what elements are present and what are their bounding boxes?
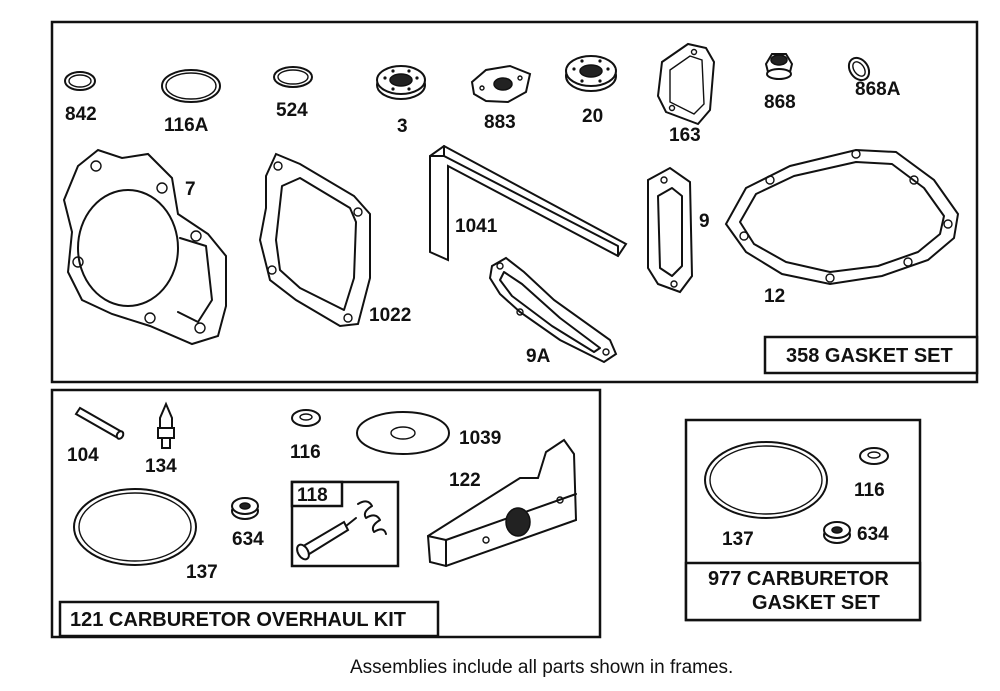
label-842: 842 [65,104,97,125]
carb-gasket-title-line1: 977 CARBURETOR [708,568,889,590]
part-12-crankcase-gasket-drawing [724,148,960,286]
carb-gasket-title-line2: GASKET SET [752,592,880,614]
gasket-set-title-box [763,335,979,375]
label-868: 868 [764,92,796,113]
sub-kit-118-frame [290,480,400,568]
part-104-pin-drawing [74,406,125,440]
part-122-bracket-drawing [426,438,578,568]
part-9A-gasket-drawing [488,256,618,364]
part-1022-gasket-drawing [258,152,371,328]
part-868A-washer-drawing [847,56,871,82]
part-3-oil-seal-drawing [376,65,426,100]
label-122: 122 [449,470,481,491]
label-116A: 116A [164,115,209,136]
part-137b-ring-drawing [704,441,828,519]
label-634b: 634 [857,524,889,545]
label-868A: 868A [855,79,901,100]
part-116b-washer-drawing [859,447,889,465]
part-116A-ring-drawing [161,69,221,103]
part-137-ring-drawing [73,488,197,566]
label-7: 7 [185,179,196,200]
label-134: 134 [145,456,177,477]
part-868-valve-seal-drawing [764,53,794,80]
label-1022: 1022 [369,305,411,326]
label-12: 12 [764,286,785,307]
gasket-set-title: 358 GASKET SET [786,345,953,367]
label-137b: 137 [722,529,754,550]
part-1041-bar-drawing [429,144,628,262]
label-1041: 1041 [455,216,498,237]
label-3: 3 [397,116,408,137]
carb-overhaul-title-box [58,600,440,638]
label-116b: 116 [854,480,885,501]
label-1039: 1039 [459,428,501,449]
label-163: 163 [669,125,701,146]
part-1039-disc-drawing [356,411,450,455]
sub-kit-118-title-box [290,480,344,508]
part-634b-washer-drawing [823,521,851,544]
label-634: 634 [232,529,264,550]
part-7-cylinder-head-gasket-drawing [62,148,227,346]
sub-kit-118-title: 118 [297,485,328,506]
carb-gasket-title-box [684,561,922,622]
label-104: 104 [67,445,99,466]
part-118-mixture-screw-drawing [296,500,387,561]
part-116-washer-drawing [291,409,321,427]
label-524: 524 [276,100,308,121]
part-20-oil-seal-drawing [565,55,617,92]
gasket-set-frame [50,20,979,384]
footer-note: Assemblies include all parts shown in fr… [350,657,734,678]
part-163-gasket-drawing [656,42,716,126]
label-9A: 9A [526,346,551,367]
label-9: 9 [699,211,710,232]
carb-overhaul-title: 121 CARBURETOR OVERHAUL KIT [70,609,406,631]
part-883-gasket-drawing [470,64,532,104]
label-116: 116 [290,442,321,463]
part-524-ring-drawing [273,66,313,88]
part-9-gasket-drawing [647,166,694,294]
label-20: 20 [582,106,603,127]
part-634-washer-drawing [231,497,259,520]
part-842-oring-drawing [64,71,96,91]
part-134-needle-valve-drawing [157,401,175,449]
label-883: 883 [484,112,516,133]
label-137: 137 [186,562,218,583]
